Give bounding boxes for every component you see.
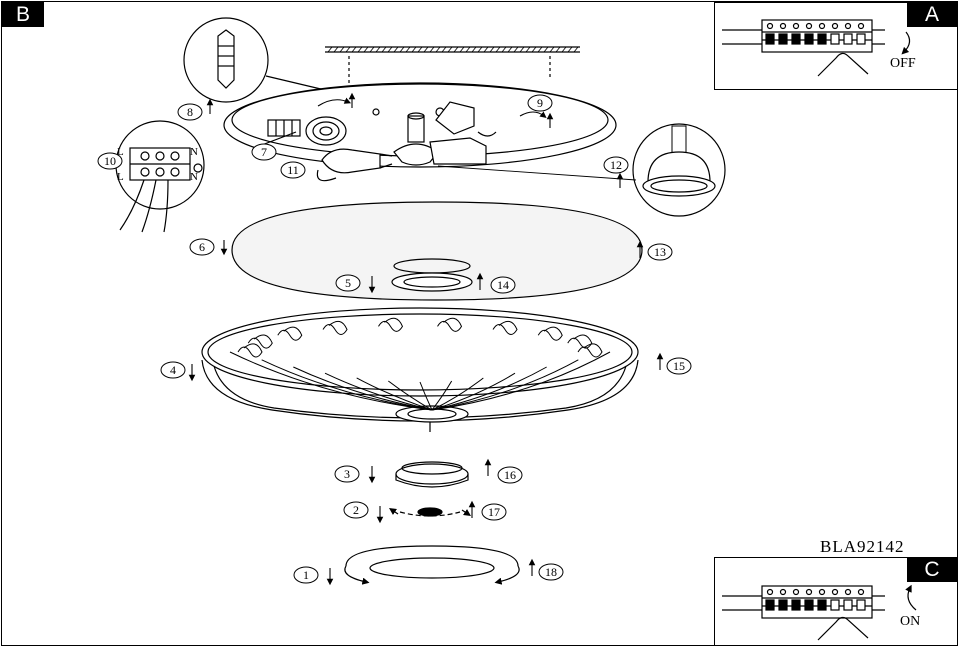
- step-callout-4: 4: [160, 361, 186, 379]
- hand-icon: [817, 616, 869, 641]
- step-number: 9: [537, 96, 543, 110]
- cable-coil: [305, 116, 347, 146]
- step-callout-16: 16: [497, 466, 523, 484]
- step-number: 8: [187, 105, 193, 119]
- step-callout-13: 13: [647, 243, 673, 261]
- frame-scrolls: [237, 317, 603, 358]
- step-callout-1: 1: [293, 566, 319, 584]
- step-number: 6: [199, 240, 205, 254]
- step-callout-7: 7: [251, 143, 277, 161]
- step-number: 15: [673, 359, 685, 373]
- decorative-frame: [201, 307, 639, 432]
- step-callout-17: 17: [481, 503, 507, 521]
- step-number: 4: [170, 363, 176, 377]
- on-arrow-icon: [905, 584, 917, 611]
- on-text: ON: [900, 614, 921, 629]
- lamp-socket: [393, 112, 487, 166]
- step-number: 1: [303, 568, 309, 582]
- off-arrow-icon: [901, 31, 911, 55]
- step-number: 18: [545, 565, 557, 579]
- panel-label-on: C: [907, 557, 957, 582]
- glass-dome: [231, 201, 643, 301]
- wire-label-l-bottom: L: [117, 171, 124, 183]
- fuse-slots-off: [765, 22, 866, 45]
- step-number: 7: [261, 145, 267, 159]
- ring-nut: [395, 461, 469, 488]
- step-callout-5: 5: [335, 274, 361, 292]
- step-number: 2: [353, 503, 359, 517]
- step-callout-15: 15: [666, 357, 692, 375]
- wire-label-n-top: N: [190, 146, 198, 158]
- step-callout-10: 10: [97, 152, 123, 170]
- step-callout-18: 18: [538, 563, 564, 581]
- step-callout-6: 6: [189, 238, 215, 256]
- step-number: 16: [504, 468, 516, 482]
- step-number: 13: [654, 245, 666, 259]
- finial-cap: [389, 507, 471, 517]
- wire-label-n-bottom: N: [190, 171, 198, 183]
- step-callout-12: 12: [603, 156, 629, 174]
- step-number: 11: [287, 163, 299, 177]
- step-callout-8: 8: [177, 103, 203, 121]
- step-number: 12: [610, 158, 622, 172]
- hand-icon: [817, 52, 869, 77]
- lampholder-detail: [437, 123, 726, 217]
- step-number: 5: [345, 276, 351, 290]
- wall-plug-detail: [183, 17, 326, 103]
- direction-arrows: [188, 92, 664, 586]
- fuse-slots-on: [765, 588, 866, 611]
- terminal-clamp: [267, 119, 301, 137]
- step-number: 10: [104, 154, 116, 168]
- step-callout-2: 2: [343, 501, 369, 519]
- panel-label-off: A: [907, 2, 957, 27]
- light-bulb: [321, 148, 393, 174]
- step-number: 17: [488, 505, 500, 519]
- step-number: 3: [344, 467, 350, 481]
- off-text: OFF: [890, 56, 916, 71]
- panel-label-main: B: [2, 2, 44, 27]
- model-number: BLA92142: [820, 537, 905, 556]
- step-number: 14: [497, 278, 509, 292]
- frame-ribs: [229, 351, 611, 411]
- step-callout-14: 14: [490, 276, 516, 294]
- step-callout-9: 9: [527, 94, 553, 112]
- bracket-clip: [435, 101, 497, 137]
- step-callout-3: 3: [334, 465, 360, 483]
- bottom-trim-ring: [344, 545, 520, 585]
- wire-label-l-top: L: [117, 146, 124, 158]
- step-callout-11: 11: [280, 161, 306, 179]
